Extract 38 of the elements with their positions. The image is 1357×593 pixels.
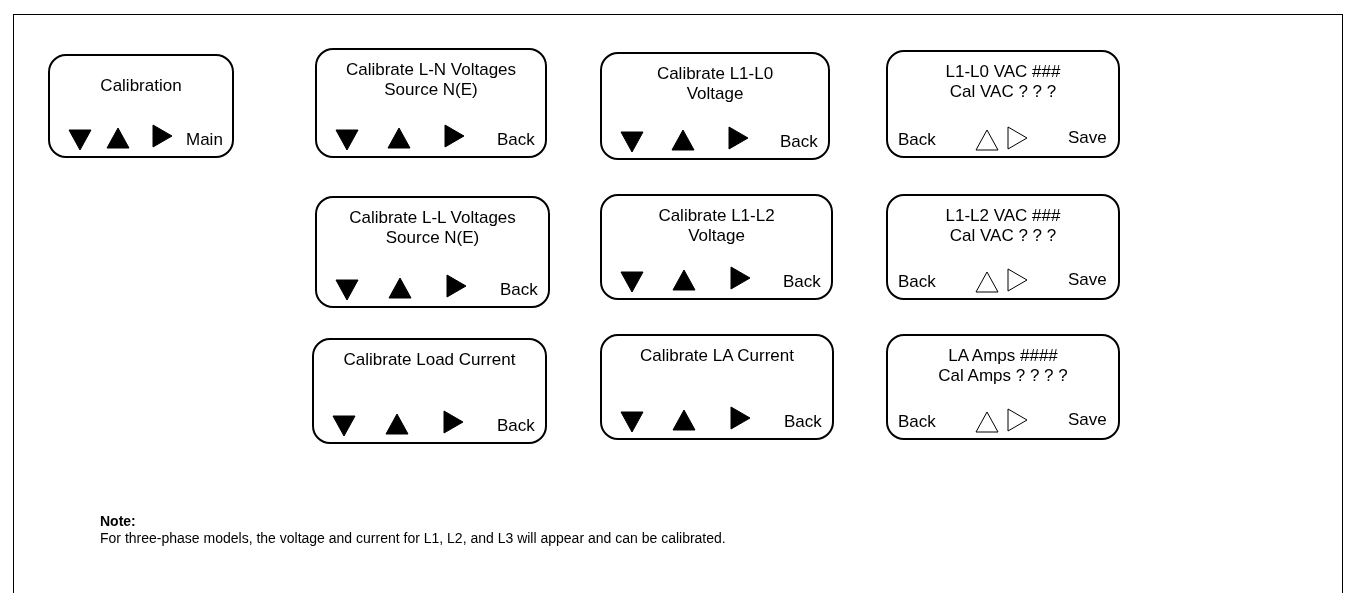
screen-text: Calibration: [99, 76, 183, 96]
softkey-label: Back: [497, 416, 535, 436]
softkey-label: Back: [898, 412, 936, 432]
screen-text: Cal Amps ? ? ? ?: [937, 366, 1069, 386]
note-text: For three-phase models, the voltage and current for L1, L2, and L3 will appear and can be calibrated.: [100, 530, 726, 546]
screen-text: Calibrate Load Current: [342, 350, 517, 370]
screen-text: Calibrate L1-L0 Voltage: [655, 64, 775, 104]
screen-text: LA Amps ####: [947, 346, 1059, 366]
display-screen: [48, 54, 234, 158]
display-screen: [600, 194, 833, 300]
display-screen: [886, 334, 1120, 440]
softkey-label: Back: [780, 132, 818, 152]
screen-text: Calibrate LA Current: [639, 346, 795, 366]
softkey-label: Back: [500, 280, 538, 300]
screen-text: Calibrate L-L Voltages Source N(E): [348, 208, 517, 248]
screen-text: Calibrate L-N Voltages Source N(E): [345, 60, 517, 100]
softkey-label: Back: [784, 412, 822, 432]
display-screen: [886, 194, 1120, 300]
screen-text: L1-L0 VAC ###: [944, 62, 1062, 82]
softkey-label: Save: [1068, 270, 1107, 290]
screen-text: L1-L2 VAC ###: [944, 206, 1062, 226]
softkey-label: Main: [186, 130, 223, 150]
display-screen: [600, 334, 834, 440]
softkey-label: Save: [1068, 128, 1107, 148]
screen-text: Calibrate L1-L2 Voltage: [657, 206, 776, 246]
display-screen: [312, 338, 547, 444]
screen-text: Cal VAC ? ? ?: [948, 226, 1058, 246]
screen-text: Cal VAC ? ? ?: [948, 82, 1058, 102]
display-screen: [315, 196, 550, 308]
softkey-label: Back: [898, 130, 936, 150]
softkey-label: Back: [497, 130, 535, 150]
note-heading: Note:: [100, 513, 136, 529]
display-screen: [600, 52, 830, 160]
display-screen: [886, 50, 1120, 158]
softkey-label: Save: [1068, 410, 1107, 430]
display-screen: [315, 48, 547, 158]
softkey-label: Back: [898, 272, 936, 292]
softkey-label: Back: [783, 272, 821, 292]
